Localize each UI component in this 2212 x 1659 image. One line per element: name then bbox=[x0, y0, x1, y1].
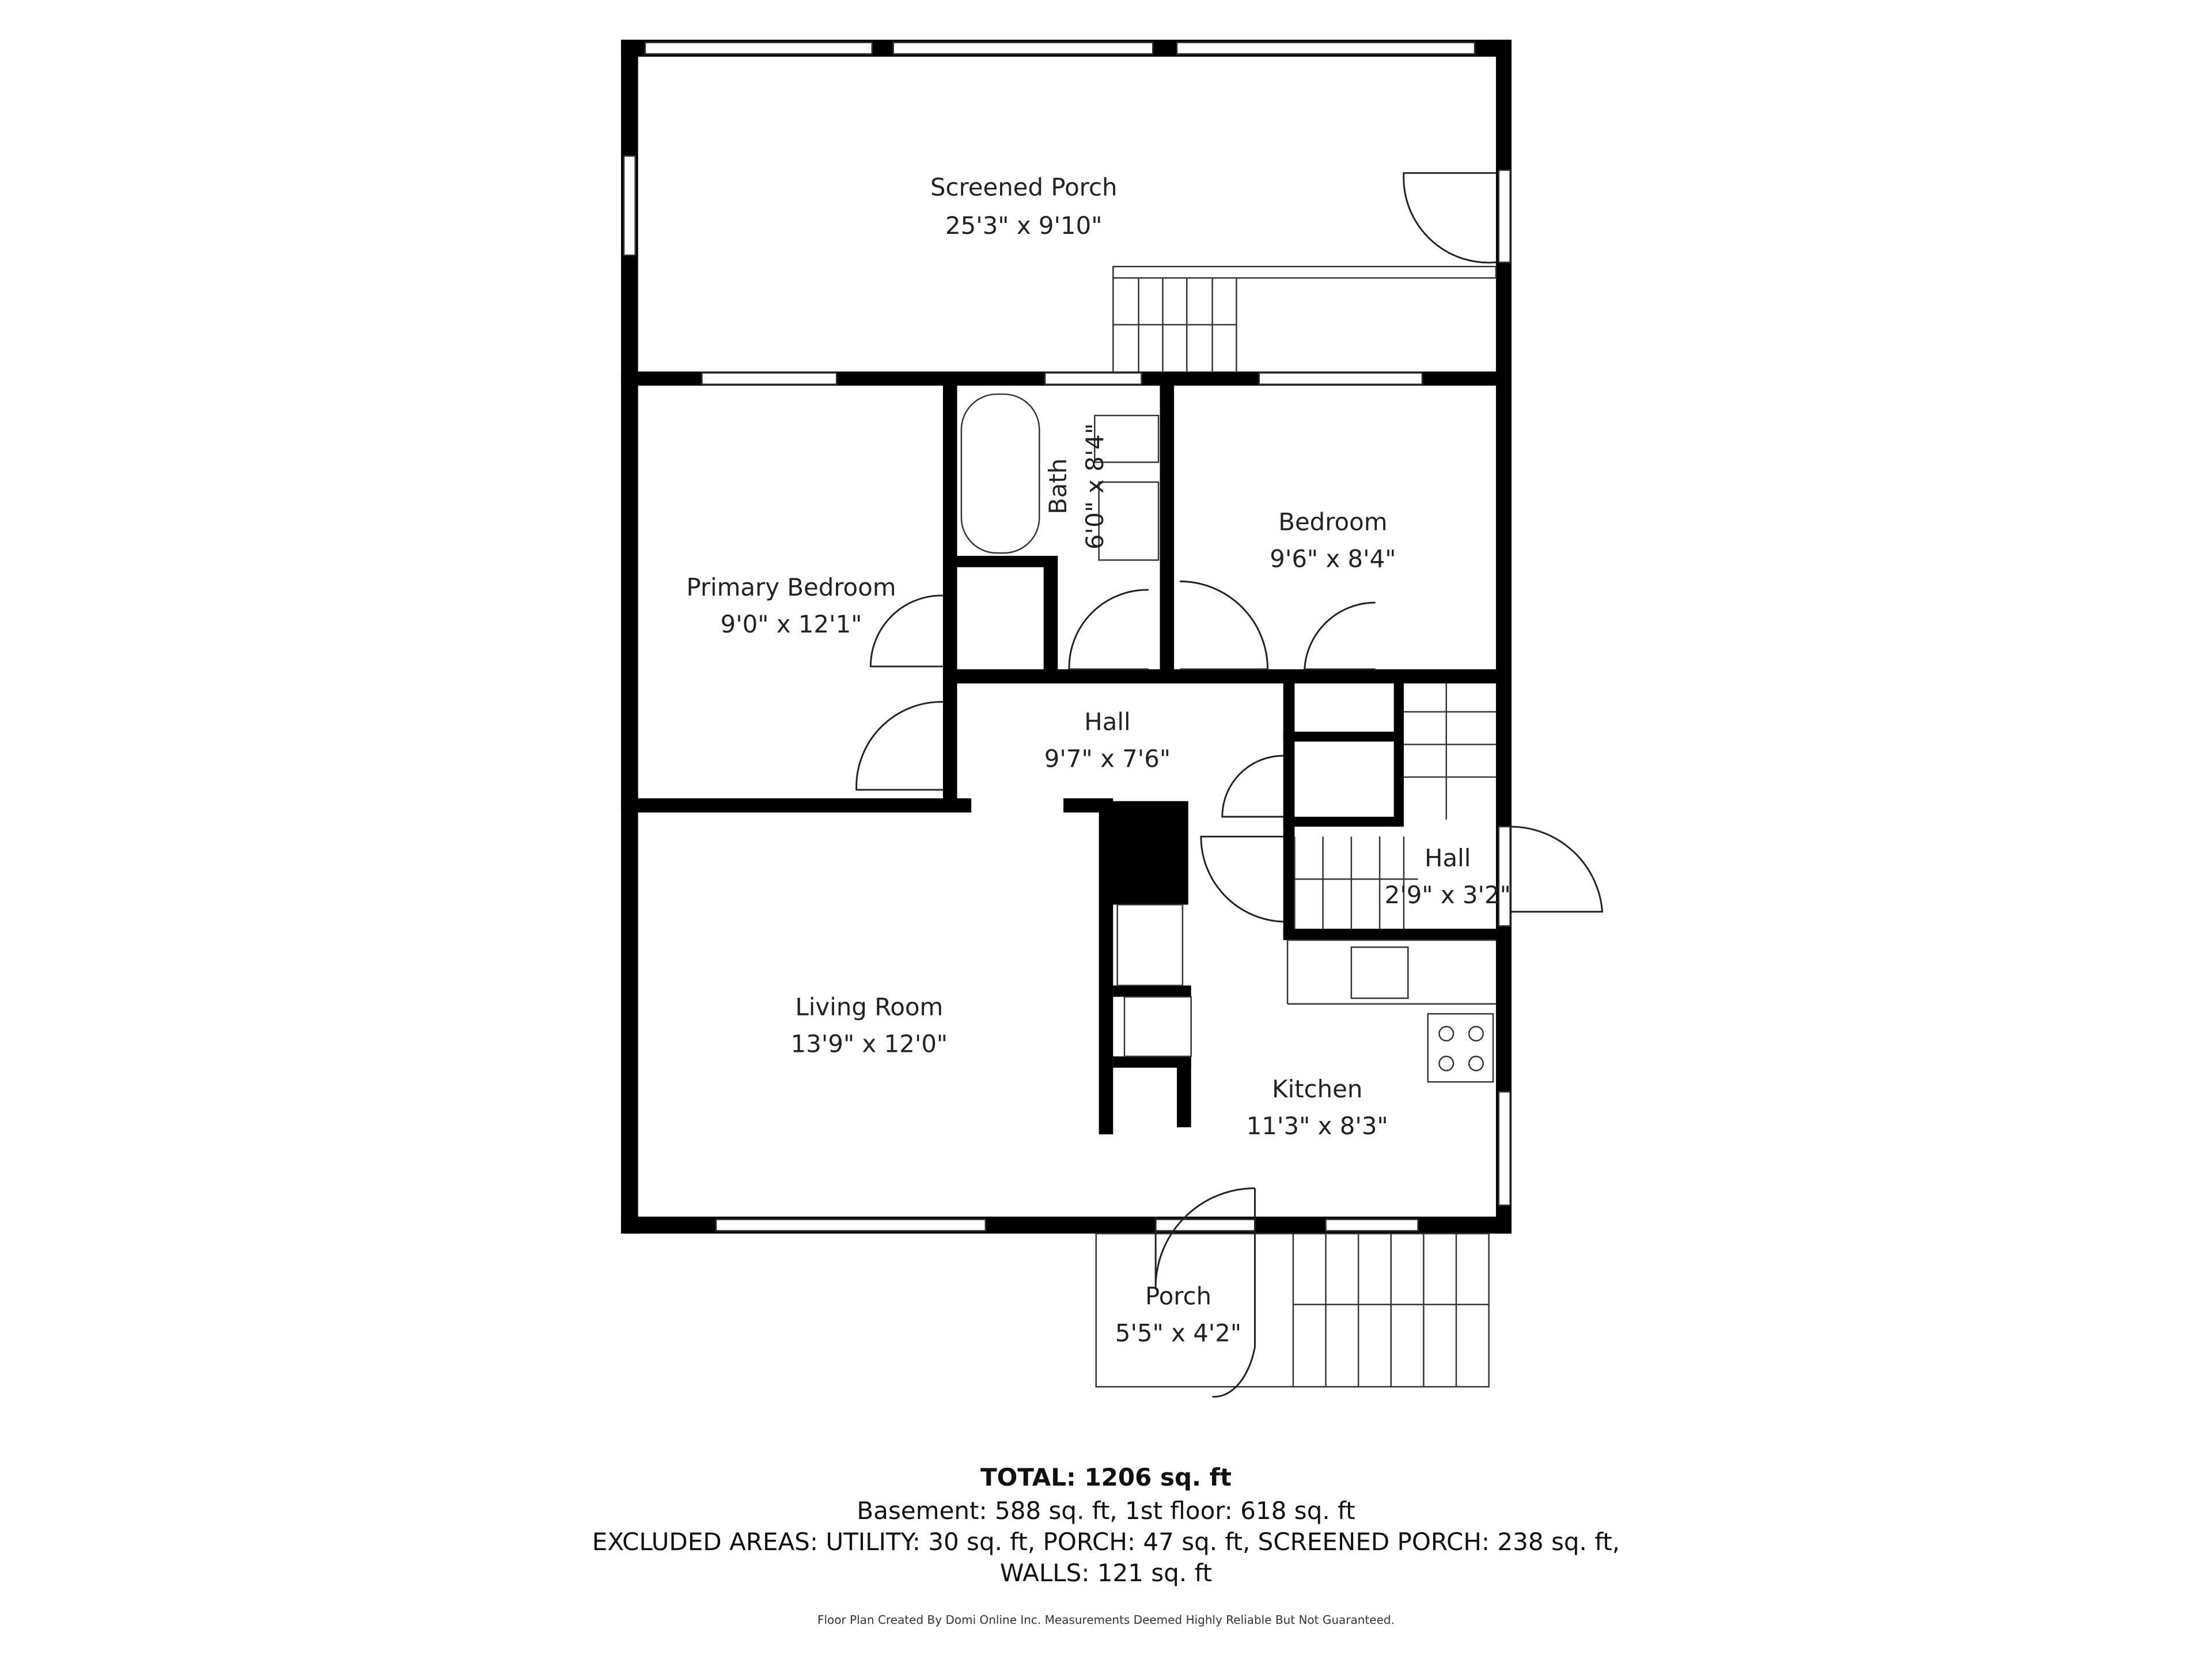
room-primary-bedroom: Primary Bedroom 9'0" x 12'1" bbox=[686, 573, 896, 638]
room-name: Living Room bbox=[796, 993, 944, 1021]
room-size: 9'0" x 12'1" bbox=[721, 610, 862, 638]
sink bbox=[1098, 481, 1160, 561]
credit-note: Floor Plan Created By Domi Online Inc. M… bbox=[817, 1613, 1395, 1627]
room-hall-small: Hall 2'9" x 3'2" bbox=[1385, 844, 1511, 909]
counter bbox=[1286, 939, 1496, 1005]
room-size: 13'9" x 12'0" bbox=[791, 1029, 948, 1058]
room-bath: Bath 6'0" x 8'4" bbox=[1044, 423, 1109, 550]
doors bbox=[855, 172, 1604, 1398]
kitchen-sink bbox=[1350, 946, 1409, 999]
room-name: Kitchen bbox=[1272, 1075, 1362, 1103]
excluded-areas: EXCLUDED AREAS: UTILITY: 30 sq. ft, PORC… bbox=[592, 1528, 1620, 1556]
room-name: Porch bbox=[1145, 1282, 1211, 1310]
room-name: Bedroom bbox=[1278, 508, 1387, 536]
total-area: TOTAL: 1206 sq. ft bbox=[980, 1463, 1232, 1491]
room-size: 5'5" x 4'2" bbox=[1115, 1319, 1241, 1347]
room-size: 25'3" x 9'10" bbox=[945, 211, 1103, 240]
room-name: Bath bbox=[1044, 459, 1072, 514]
fixtures bbox=[960, 393, 1496, 1083]
floor-areas: Basement: 588 sq. ft, 1st floor: 618 sq.… bbox=[857, 1497, 1355, 1525]
room-size: 6'0" x 8'4" bbox=[1081, 423, 1109, 550]
walls-area: WALLS: 121 sq. ft bbox=[999, 1559, 1213, 1587]
room-bedroom: Bedroom 9'6" x 8'4" bbox=[1270, 508, 1396, 573]
room-living-room: Living Room 13'9" x 12'0" bbox=[791, 993, 948, 1058]
bathtub bbox=[960, 393, 1040, 554]
stove bbox=[1427, 1013, 1494, 1083]
room-size: 9'6" x 8'4" bbox=[1270, 545, 1396, 573]
room-hall: Hall 9'7" x 7'6" bbox=[1044, 708, 1171, 773]
room-name: Primary Bedroom bbox=[686, 573, 896, 601]
room-screened-porch: Screened Porch 25'3" x 9'10" bbox=[930, 173, 1118, 240]
room-name: Screened Porch bbox=[930, 173, 1118, 202]
room-name: Hall bbox=[1425, 844, 1471, 872]
room-kitchen: Kitchen 11'3" x 8'3" bbox=[1247, 1075, 1388, 1140]
windows bbox=[623, 41, 1511, 1232]
room-porch: Porch 5'5" x 4'2" bbox=[1115, 1282, 1241, 1347]
room-size: 11'3" x 8'3" bbox=[1247, 1112, 1388, 1140]
room-size: 9'7" x 7'6" bbox=[1044, 745, 1171, 773]
toilet bbox=[1094, 415, 1160, 463]
stairs bbox=[1095, 266, 1497, 1388]
room-size: 2'9" x 3'2" bbox=[1385, 881, 1511, 909]
room-name: Hall bbox=[1084, 708, 1130, 736]
